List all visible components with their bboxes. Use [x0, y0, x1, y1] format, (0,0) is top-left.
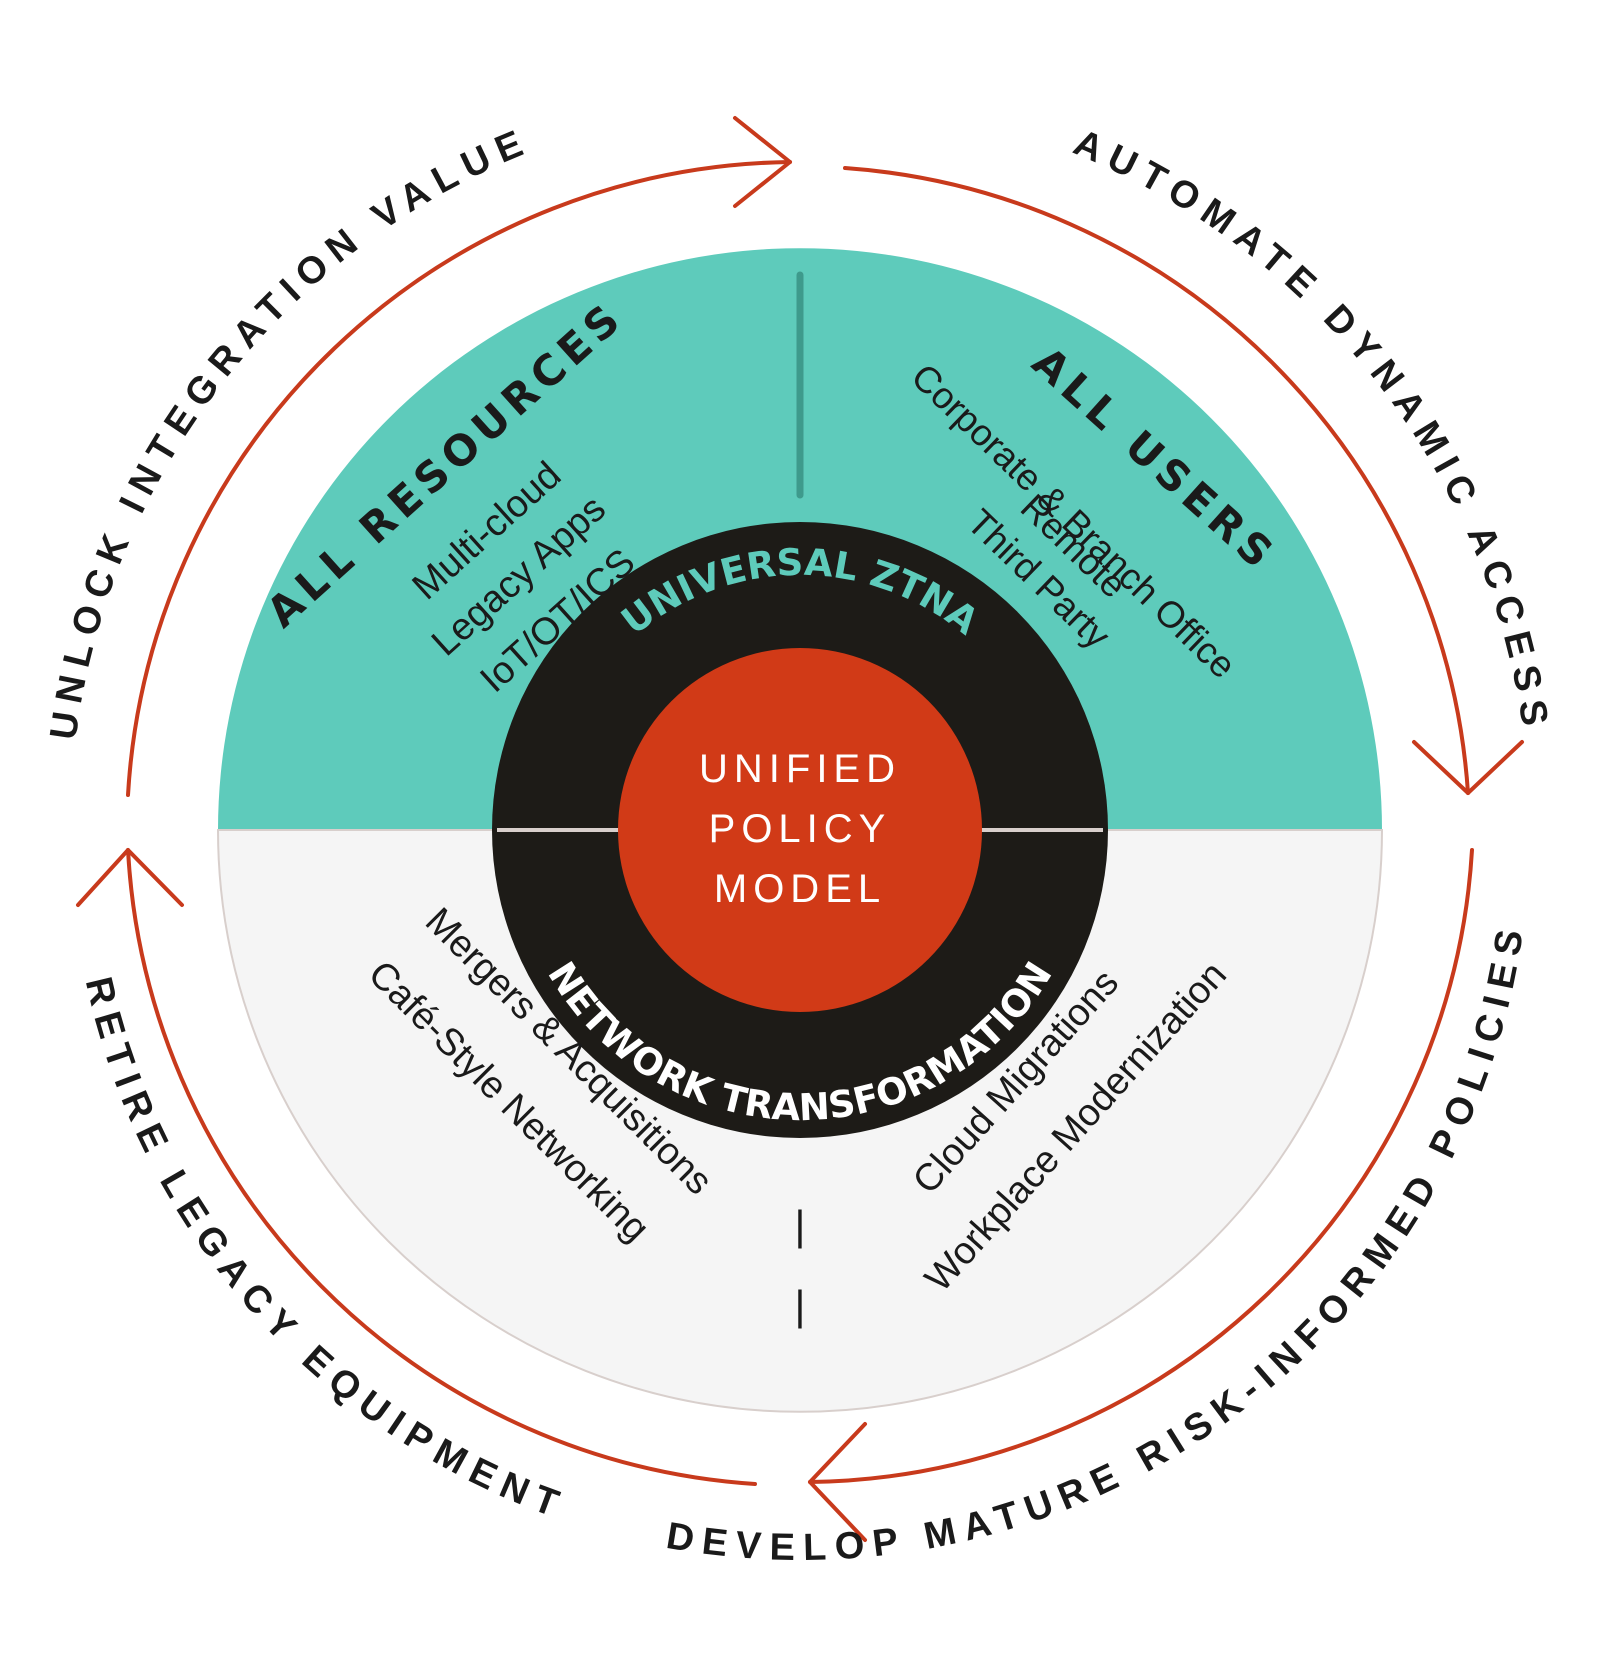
arrow-top-left: [126, 160, 792, 797]
cycle-arrows: [76, 116, 1524, 1542]
arrow-head-bottom: [808, 1422, 867, 1542]
unified-policy-model-core: [618, 648, 982, 1012]
arrow-bottom-right: [808, 848, 1474, 1484]
arrow-head-right: [1412, 740, 1524, 795]
arrow-head-left: [76, 848, 184, 907]
arrow-top-right: [843, 166, 1470, 795]
arrow-bottom-left: [126, 848, 757, 1486]
core-line-3: MODEL: [714, 867, 886, 911]
core-line-2: POLICY: [709, 807, 892, 851]
arrow-head-top: [733, 116, 792, 208]
separator-mark-1: |: [795, 1202, 806, 1249]
separator-mark-2: |: [795, 1282, 806, 1329]
core-line-1: UNIFIED: [699, 747, 901, 791]
